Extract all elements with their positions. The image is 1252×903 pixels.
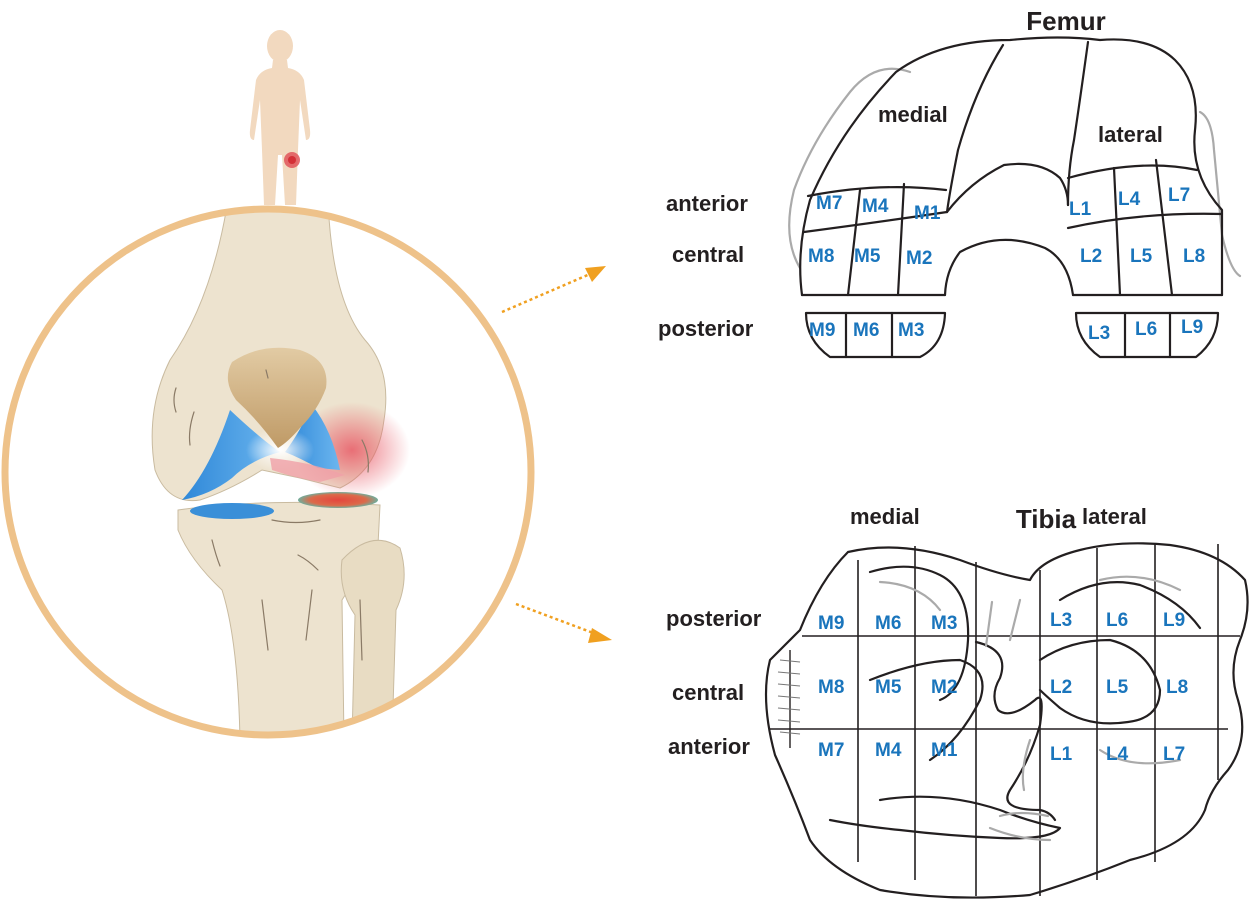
dotted-arrow-icon — [516, 604, 612, 643]
femur-zone-l5: L5 — [1130, 246, 1153, 267]
femur-zone-m3: M3 — [898, 320, 924, 341]
femur-zone-l9: L9 — [1181, 317, 1203, 338]
tibia-zone-l9: L9 — [1163, 610, 1185, 631]
tibia-zone-m8: M8 — [818, 677, 844, 698]
tibia-medial-label: medial — [850, 504, 920, 529]
femur-zone-l6: L6 — [1135, 319, 1157, 340]
femur-title: Femur — [1026, 6, 1105, 36]
tibia-zone-l5: L5 — [1106, 677, 1129, 698]
femur-zone-l7: L7 — [1168, 185, 1190, 206]
tibia-row-central: central — [672, 680, 744, 705]
tibia-lateral-label: lateral — [1082, 504, 1147, 529]
femur-zone-m5: M5 — [854, 246, 881, 267]
femur-medial-label: medial — [878, 102, 948, 127]
femur-zone-m8: M8 — [808, 246, 834, 267]
tibia-zone-l8: L8 — [1166, 677, 1188, 698]
femur-zone-l1: L1 — [1069, 199, 1092, 220]
femur-zone-m2: M2 — [906, 248, 932, 269]
tibia-title: Tibia — [1016, 504, 1077, 534]
tibia-zone-l3: L3 — [1050, 610, 1072, 631]
tibia-zone-l4: L4 — [1106, 744, 1129, 765]
femur-lateral-label: lateral — [1098, 122, 1163, 147]
tibia-zone-m6: M6 — [875, 613, 901, 634]
femur-zone-m9: M9 — [809, 320, 835, 341]
femur-zone-l8: L8 — [1183, 246, 1205, 267]
knee-illustration — [5, 200, 531, 740]
tibia-row-posterior: posterior — [666, 606, 762, 631]
tibia-zone-l2: L2 — [1050, 677, 1072, 698]
femur-zone-l3: L3 — [1088, 323, 1110, 344]
tibia-zone-l1: L1 — [1050, 744, 1073, 765]
human-silhouette-icon — [250, 30, 310, 205]
tibia-tuberosity-hatch — [778, 650, 800, 748]
femur-row-posterior: posterior — [658, 316, 754, 341]
dotted-arrow-icon — [502, 266, 606, 312]
femur-zone-m1: M1 — [914, 203, 941, 224]
tibia-zone-m5: M5 — [875, 677, 902, 698]
femur-zone-m4: M4 — [862, 196, 889, 217]
femur-diagram: Femur anterior central post — [658, 6, 1240, 357]
tibia-zone-l6: L6 — [1106, 610, 1128, 631]
tibia-zone-l7: L7 — [1163, 744, 1185, 765]
femur-zone-m6: M6 — [853, 320, 879, 341]
tibia-zone-m1: M1 — [931, 740, 958, 761]
tibia-zone-m4: M4 — [875, 740, 902, 761]
femur-zone-l4: L4 — [1118, 189, 1141, 210]
femur-row-central: central — [672, 242, 744, 267]
femur-zone-m7: M7 — [816, 193, 842, 214]
tibia-zone-m7: M7 — [818, 740, 844, 761]
femur-zone-l2: L2 — [1080, 246, 1102, 267]
tibia-zone-m3: M3 — [931, 613, 957, 634]
tibia-diagram: medial Tibia lateral — [666, 504, 1248, 898]
femur-row-anterior: anterior — [666, 191, 748, 216]
tibia-zone-m2: M2 — [931, 677, 957, 698]
tibia-zone-m9: M9 — [818, 613, 844, 634]
tibia-row-anterior: anterior — [668, 734, 750, 759]
